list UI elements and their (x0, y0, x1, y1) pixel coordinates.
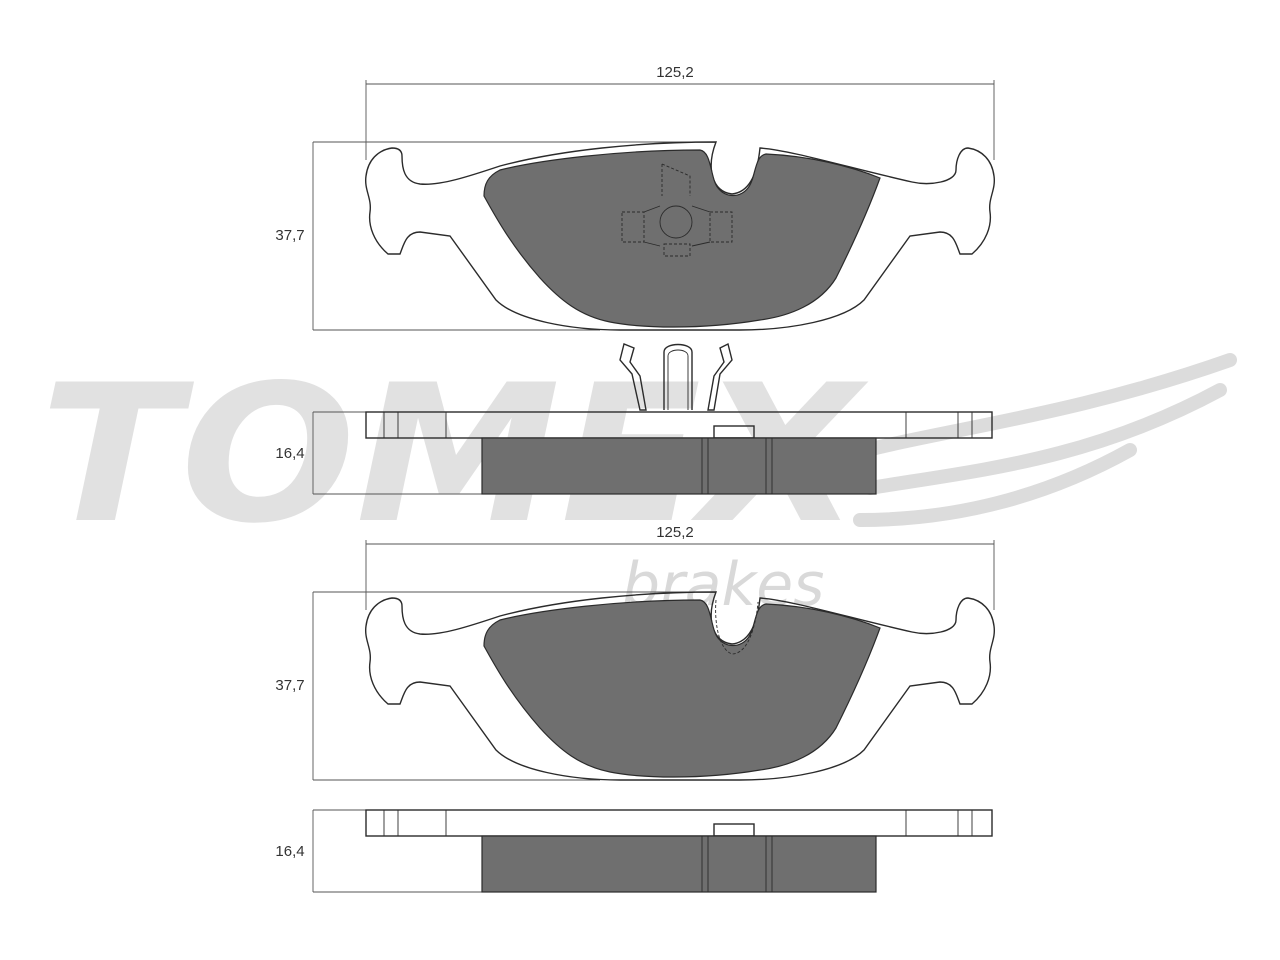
width-label-2: 125,2 (656, 524, 694, 541)
height-label-2: 37,7 (275, 677, 304, 694)
watermark-swoosh (823, 353, 1237, 527)
thickness-label: 16,4 (275, 445, 304, 462)
height-label: 37,7 (275, 227, 304, 244)
pad-side-view-top: 16,4 (275, 342, 993, 495)
thickness-dimension-2: 16,4 (275, 809, 482, 893)
width-dimension: 125,2 (365, 64, 995, 160)
friction-material (483, 149, 881, 328)
width-dimension-2: 125,2 (365, 524, 995, 610)
pad-face-view-top: 125,2 37,7 (275, 64, 996, 331)
notch-outline-2 (715, 599, 759, 655)
clip-footprint (621, 163, 733, 257)
friction-material-2 (483, 599, 881, 778)
thickness-dimension: 16,4 (275, 411, 482, 495)
spring-clip (619, 342, 733, 411)
height-dimension: 37,7 (275, 141, 716, 331)
height-dimension-2: 37,7 (275, 591, 716, 781)
width-label: 125,2 (656, 64, 694, 81)
pad-side-view-bottom: 16,4 (275, 809, 993, 893)
thickness-label-2: 16,4 (275, 843, 304, 860)
pad-face-view-bottom: 125,2 37,7 (275, 524, 996, 781)
